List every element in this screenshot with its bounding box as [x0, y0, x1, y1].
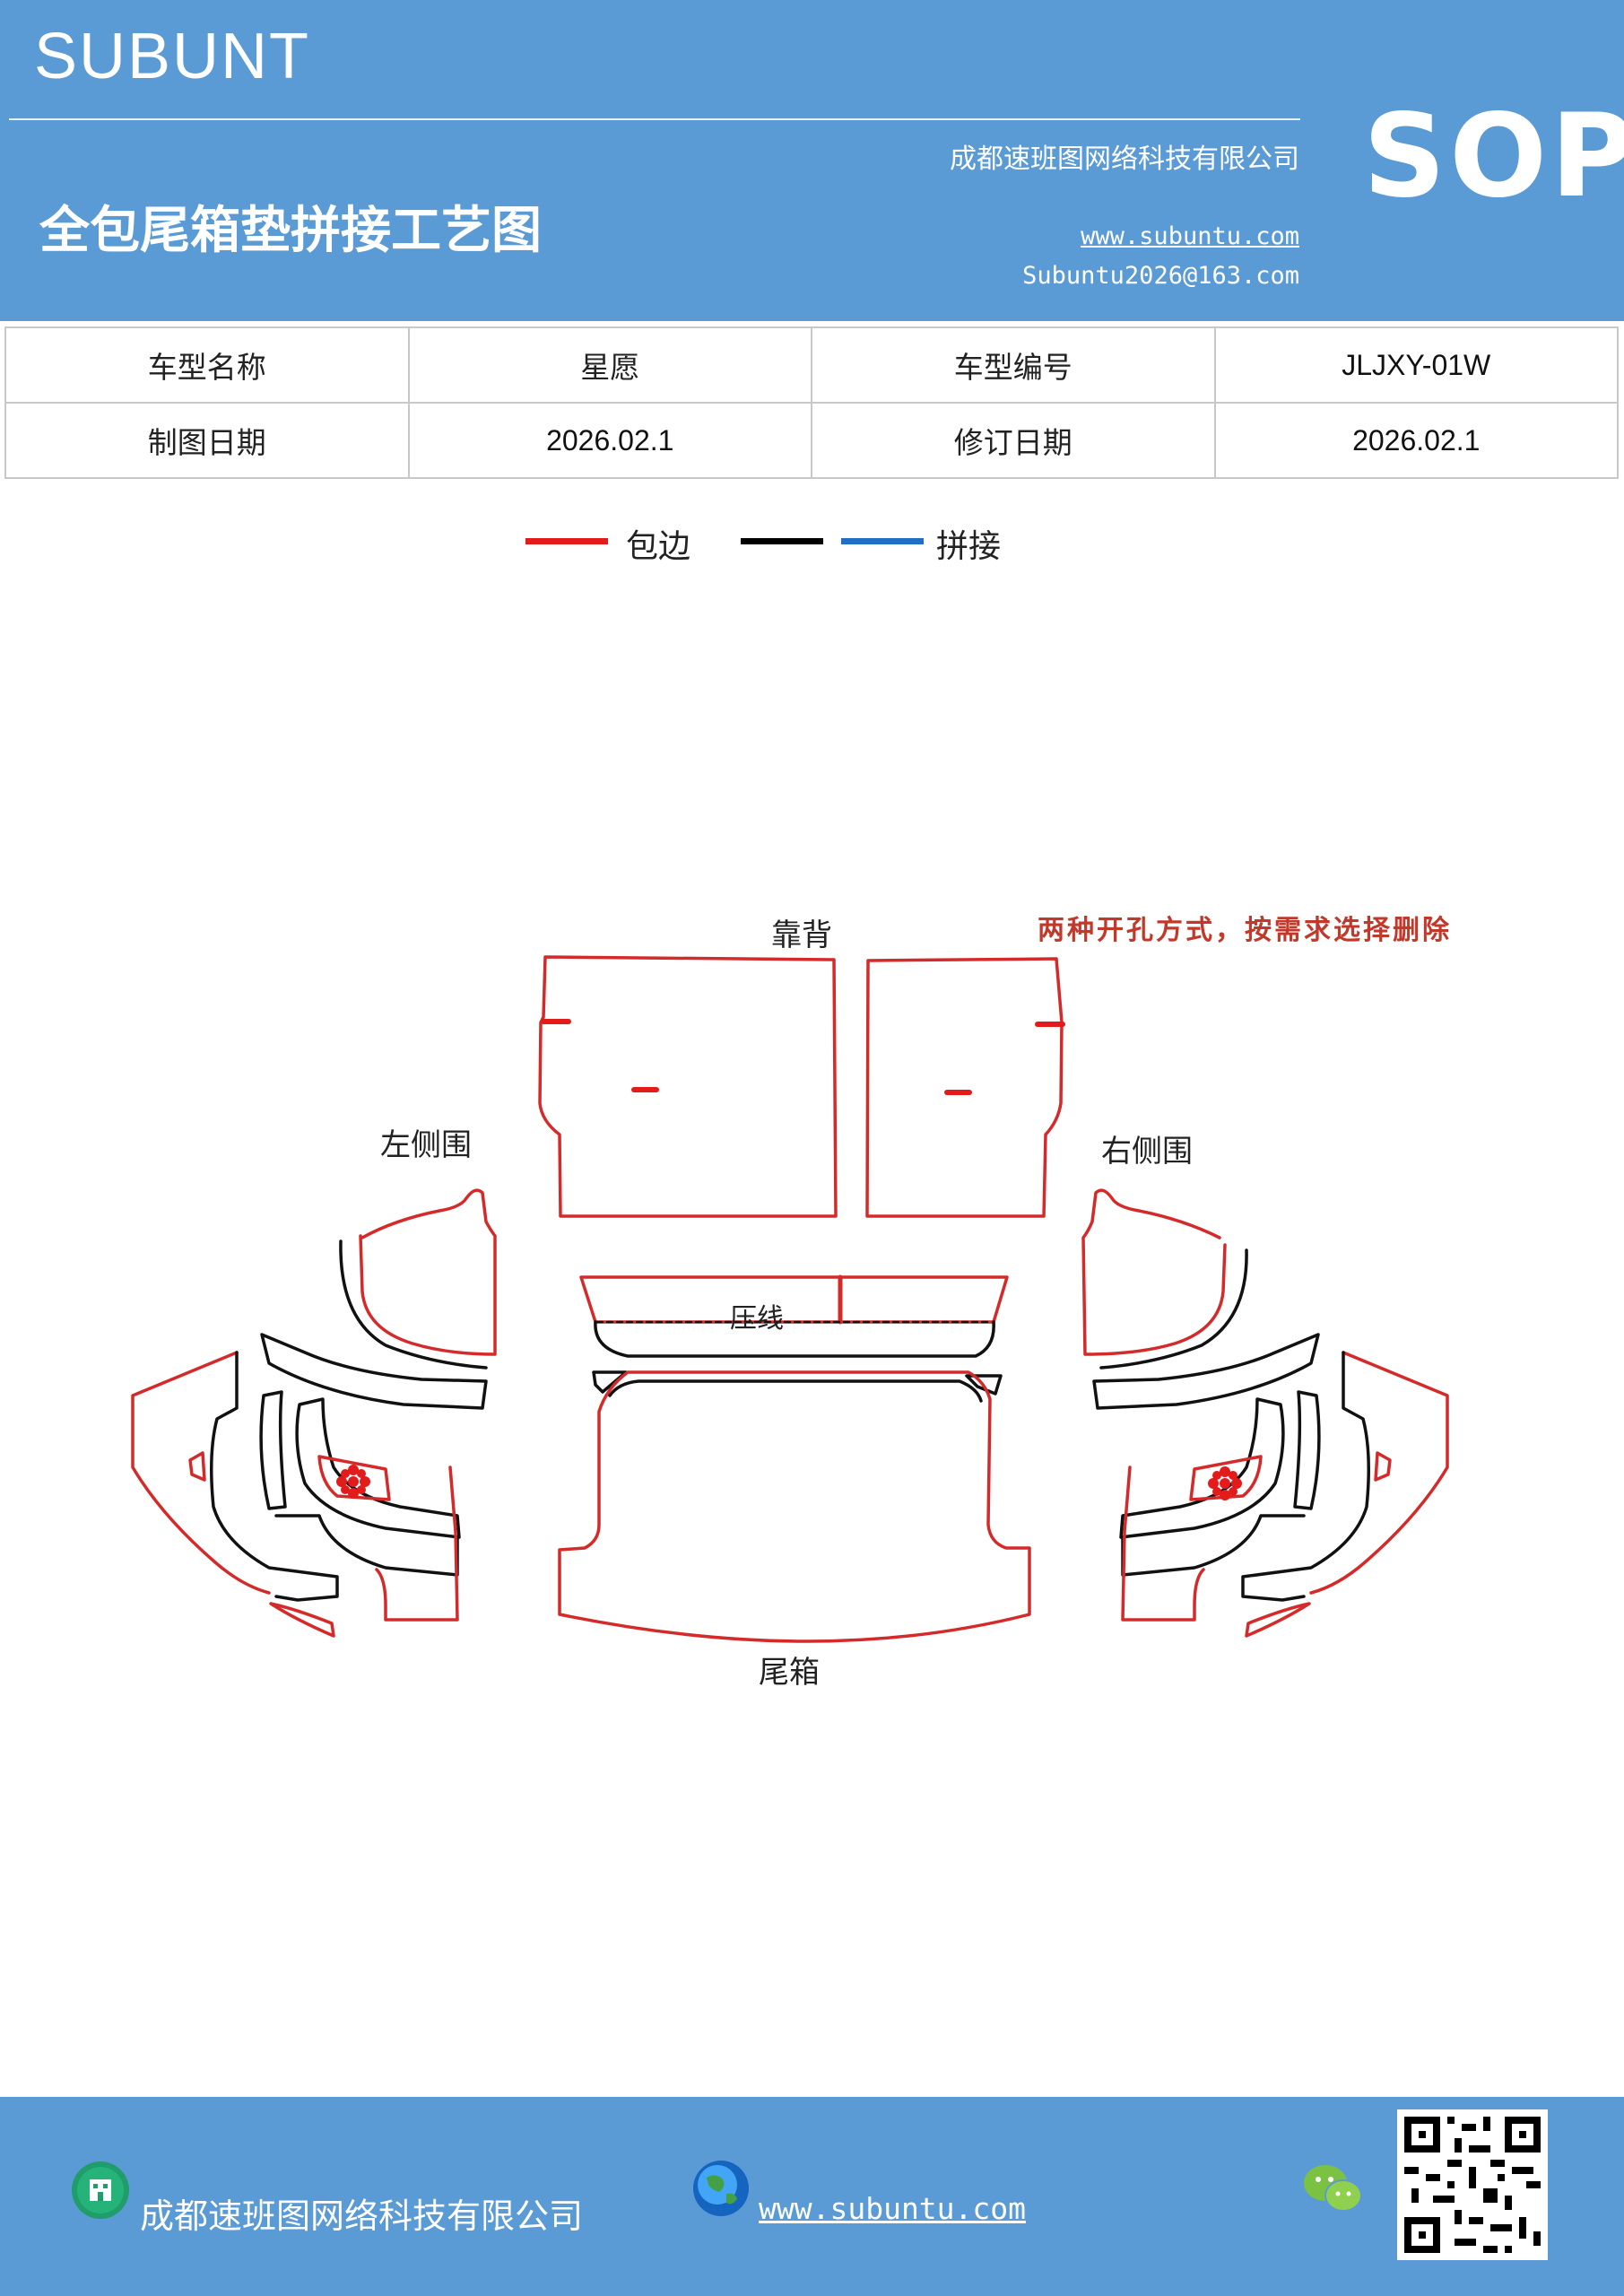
- legend-label-joining: 拼接: [936, 528, 1002, 565]
- trunk-floor-left-tab: [592, 1370, 628, 1394]
- right-side-strip-1: [1092, 1333, 1320, 1410]
- trunk-floor-lip: [594, 1320, 995, 1358]
- right-side-strip-2: [1293, 1390, 1321, 1510]
- globe-icon: [693, 2161, 749, 2216]
- trunk-floor-top-strip: [579, 1275, 1009, 1324]
- right-side-lower: [1121, 1514, 1306, 1577]
- table-cell: 修订日期: [811, 402, 1216, 479]
- right-side-upper: [1099, 1248, 1248, 1370]
- company-name: 成都速班图网络科技有限公司: [950, 144, 1299, 175]
- table-cell: JLJXY-01W: [1213, 326, 1619, 404]
- line-legend: 包边 拼接: [0, 520, 1624, 574]
- header-divider: [9, 118, 1300, 120]
- left-side-outer: [131, 1351, 271, 1595]
- right-side-outer: [1309, 1351, 1449, 1595]
- legend-swatch-edging: [525, 538, 608, 544]
- website-link[interactable]: www.subuntu.com: [1081, 222, 1299, 250]
- sop-badge: SOP: [1363, 90, 1624, 223]
- label-backrest: 靠背: [771, 918, 832, 953]
- label-crease: 压线: [730, 1303, 784, 1335]
- legend-label-edging: 包边: [626, 528, 691, 565]
- left-side-upper: [339, 1239, 488, 1370]
- footer-website-link[interactable]: www.subuntu.com: [759, 2191, 1027, 2226]
- left-side-lower: [274, 1514, 459, 1577]
- right-side-small-tab: [1245, 1602, 1311, 1638]
- table-row: 车型名称 星愿 车型编号 JLJXY-01W: [4, 326, 1619, 404]
- right-side-hole-frame: [1189, 1455, 1263, 1501]
- qr-code-icon: [1397, 2109, 1548, 2260]
- left-side-bottom: [375, 1465, 459, 1622]
- legend-swatch-joining: [841, 538, 924, 544]
- trunk-floor-inner-rim: [608, 1379, 983, 1403]
- left-side-top-panel: [359, 1188, 497, 1356]
- mat-pattern-diagram: 靠背 左侧围 右侧围 压线 尾箱: [131, 918, 1449, 1691]
- building-icon: [72, 2161, 129, 2219]
- trunk-floor-main: [558, 1370, 1031, 1643]
- legend-swatch-black: [741, 538, 823, 544]
- table-cell: 制图日期: [4, 402, 410, 479]
- table-cell: 2026.02.1: [1213, 402, 1619, 479]
- left-side-strip-1: [260, 1333, 488, 1410]
- left-side-clip: [188, 1451, 206, 1482]
- left-side-body: [210, 1351, 339, 1602]
- contact-email: Subuntu2026@163.com: [1022, 262, 1299, 290]
- label-trunk: 尾箱: [759, 1655, 820, 1691]
- backrest-left-panel: [538, 955, 838, 1218]
- left-side-inner-panel: [295, 1397, 461, 1539]
- label-right-side: 右侧围: [1101, 1134, 1193, 1170]
- table-cell: 星愿: [407, 326, 812, 404]
- left-side-strip-2: [259, 1390, 287, 1510]
- left-hole-flower-icon: [336, 1465, 370, 1499]
- header-banner: [0, 0, 1624, 321]
- brand-name: SUBUNT: [34, 21, 311, 92]
- right-side-clip: [1374, 1451, 1392, 1482]
- table-cell: 车型名称: [4, 326, 410, 404]
- vehicle-info-table: 车型名称 星愿 车型编号 JLJXY-01W 制图日期 2026.02.1 修订…: [4, 326, 1619, 479]
- table-row: 制图日期 2026.02.1 修订日期 2026.02.1: [4, 402, 1619, 479]
- trunk-floor-right-tab: [965, 1374, 1003, 1396]
- hole-option-note: 两种开孔方式，按需求选择删除: [1038, 915, 1452, 946]
- right-side-top-panel: [1081, 1188, 1227, 1356]
- table-cell: 2026.02.1: [407, 402, 812, 479]
- right-hole-flower-icon: [1208, 1466, 1242, 1500]
- right-side-body: [1241, 1351, 1370, 1602]
- left-side-small-tab: [269, 1602, 335, 1638]
- left-side-hole-frame: [317, 1455, 391, 1501]
- wechat-icon: [1304, 2165, 1362, 2212]
- right-side-inner-panel: [1119, 1397, 1285, 1539]
- label-left-side: 左侧围: [380, 1127, 472, 1163]
- right-side-bottom: [1121, 1465, 1205, 1622]
- document-title: 全包尾箱垫拼接工艺图: [39, 201, 542, 260]
- footer-company-name: 成都速班图网络科技有限公司: [140, 2196, 584, 2236]
- table-cell: 车型编号: [811, 326, 1216, 404]
- backrest-right-panel: [865, 957, 1064, 1218]
